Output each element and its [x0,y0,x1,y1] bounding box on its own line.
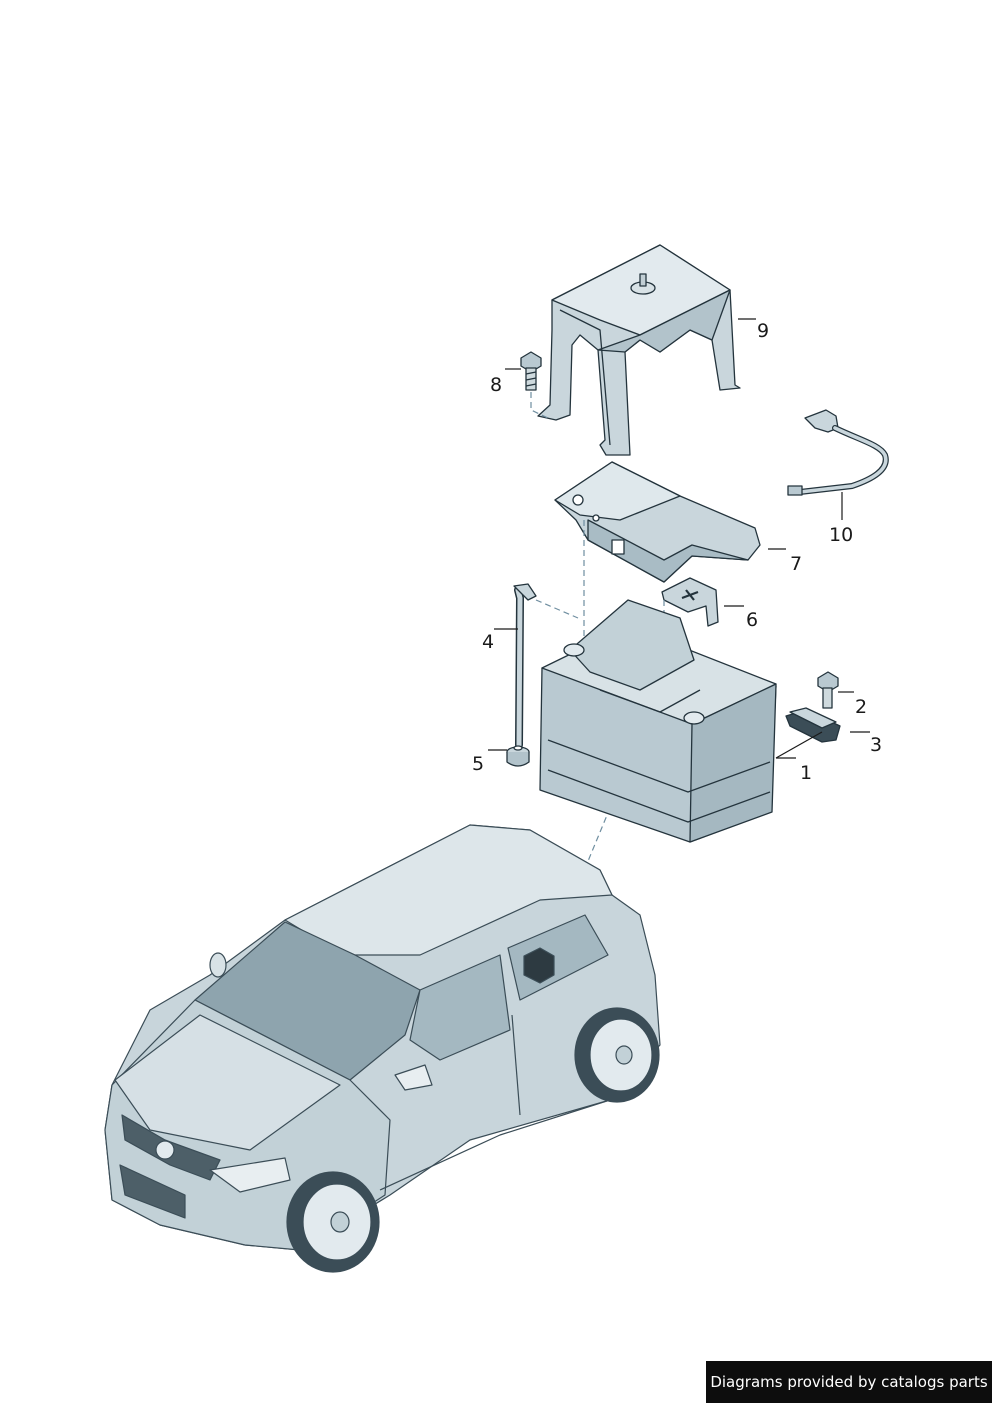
part-8-bolt [520,351,542,391]
part-2-bolt [817,671,839,709]
part-4-clamping-bar [513,583,537,749]
callout-10: 10 [829,524,853,546]
part-6-terminal-cover [661,577,719,627]
front-wheel [286,1171,380,1273]
rear-wheel [574,1007,660,1103]
callout-2: 2 [855,696,867,718]
vehicle-illustration [104,824,661,1273]
part-10-earth-cable [787,409,889,496]
callout-5: 5 [472,753,484,775]
callout-9: 9 [757,320,769,342]
callout-3: 3 [870,734,882,756]
part-1-battery [539,599,777,843]
callout-7: 7 [790,553,802,575]
callout-8: 8 [490,374,502,396]
footer-credit: Diagrams provided by catalogs parts [706,1361,992,1403]
callout-6: 6 [746,609,758,631]
footer-credit-text: Diagrams provided by catalogs parts [710,1373,988,1391]
callout-1: 1 [800,762,812,784]
part-7-cover-plate [554,461,761,583]
callout-4: 4 [482,631,494,653]
leader-lines [488,318,870,759]
part-3-bracket [785,707,841,743]
part-9-battery-housing [537,244,741,456]
part-5-nut [506,745,530,767]
